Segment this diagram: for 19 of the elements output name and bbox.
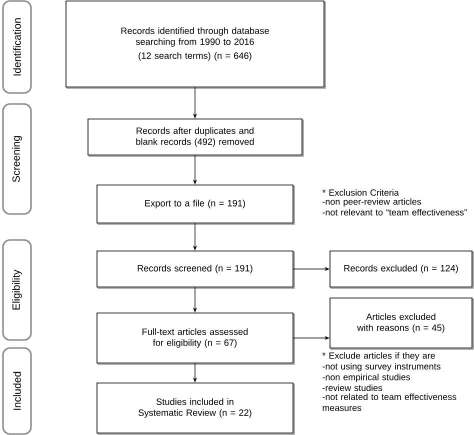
process-box: Records screened (n = 191) <box>96 250 295 289</box>
phase-label: Screening <box>2 103 32 215</box>
process-box: Studies included in Systematic Review (n = 22) <box>96 382 295 435</box>
process-box: Records after duplicates and blank records (492) removed <box>88 118 304 157</box>
process-box: Records identified through database searching from 1990 to 2016 (12 search terms) (n = 646) <box>66 0 326 89</box>
note-text: -review studies <box>322 384 382 392</box>
phase-label: Included <box>2 347 32 435</box>
note-text: -non empirical studies <box>322 374 410 382</box>
note-text: -not relevant to “team effectiveness” <box>322 208 467 216</box>
process-box: Records excluded (n = 124) <box>330 250 474 289</box>
process-box: Articles excluded with reasons (n = 45) <box>330 298 474 350</box>
phase-label: Identification <box>2 0 32 94</box>
note-text: -not using survey instruments <box>322 362 440 372</box>
note-text: -not related to team effectiveness measures <box>322 393 456 411</box>
phase-label: Eligibility <box>2 239 32 341</box>
process-box: Full-text articles assessed for eligibility (n = 67) <box>96 312 295 365</box>
note-text: -non peer-review articles <box>322 198 422 207</box>
process-box: Export to a file (n = 191) <box>96 184 295 225</box>
note-text: * Exclusion Criteria <box>322 189 399 196</box>
